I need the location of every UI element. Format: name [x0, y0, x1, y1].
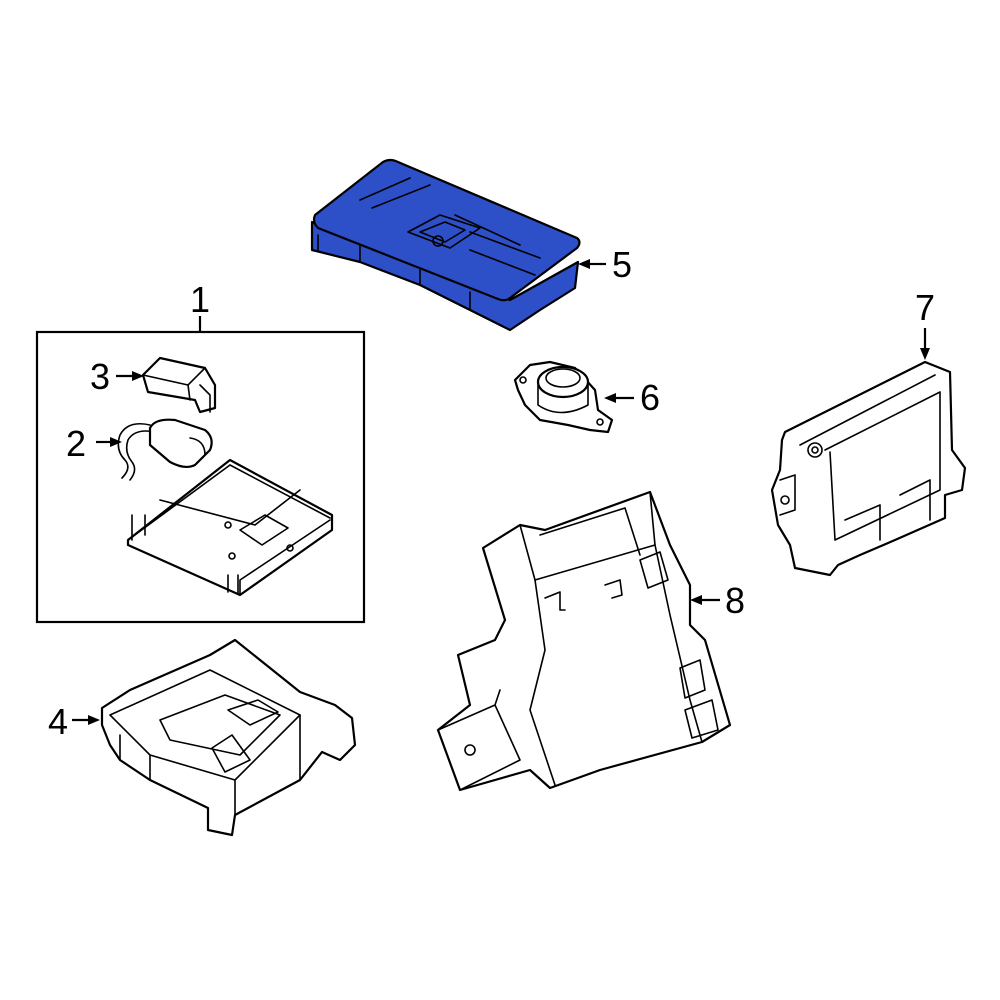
part-5-charging-pad[interactable]: [310, 158, 581, 332]
part-2-sensor[interactable]: [117, 418, 213, 481]
part-1-module[interactable]: [126, 458, 334, 597]
part-4-tray[interactable]: [100, 638, 357, 837]
callout-7-label: 7: [915, 287, 935, 328]
callout-8-label: 8: [725, 580, 745, 621]
pad-top-surface: [312, 158, 581, 302]
callout-4-label: 4: [48, 701, 68, 742]
callout-1-label: 1: [190, 279, 210, 320]
part-3-connector[interactable]: [141, 356, 217, 414]
callout-3-label: 3: [90, 356, 110, 397]
callout-2-arrow: [96, 437, 122, 447]
callout-6-arrow: [604, 393, 634, 403]
callout-5-label: 5: [612, 244, 632, 285]
callout-5-arrow: [578, 259, 606, 269]
part-7-control-module[interactable]: [770, 360, 967, 577]
part-8-bracket[interactable]: [436, 490, 732, 792]
pad-surface-lines: [317, 177, 541, 311]
callout-6-label: 6: [640, 377, 660, 418]
callout-8-arrow: [690, 595, 720, 605]
callout-4-arrow: [72, 715, 100, 725]
callout-2-label: 2: [66, 423, 86, 464]
part-6-speaker[interactable]: [513, 360, 614, 434]
callout-3-arrow: [116, 371, 144, 381]
callout-7-arrow: [920, 328, 930, 360]
